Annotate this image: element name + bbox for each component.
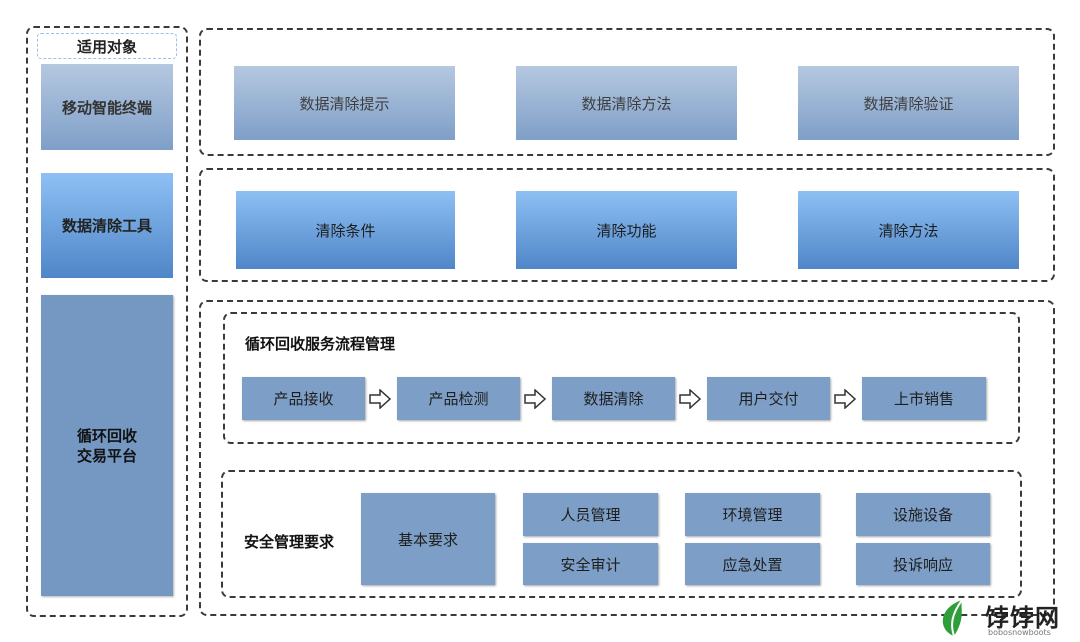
flow-step-deliver: 用户交付: [707, 377, 830, 420]
left-column-header: 适用对象: [37, 33, 177, 59]
row1-item-method: 数据清除方法: [516, 66, 737, 140]
watermark-text: 饽饽网: [985, 604, 1060, 632]
safety-item-environment: 环境管理: [685, 493, 820, 536]
row2-item-method: 清除方法: [798, 191, 1019, 269]
arrow-icon: [524, 389, 546, 409]
arrow-icon: [369, 389, 391, 409]
row2-item-function: 清除功能: [516, 191, 737, 269]
target-recycle-trading-platform: 循环回收 交易平台: [41, 295, 173, 596]
row2-item-condition: 清除条件: [236, 191, 455, 269]
safety-frame: [221, 470, 1022, 598]
row1-item-prompt: 数据清除提示: [234, 66, 455, 140]
safety-item-complaint: 投诉响应: [856, 543, 990, 585]
safety-basic: 基本要求: [361, 493, 495, 585]
flow-step-clear: 数据清除: [552, 377, 675, 420]
safety-title: 安全管理要求: [244, 533, 335, 551]
flow-frame: [223, 312, 1020, 444]
flow-step-receive: 产品接收: [242, 377, 365, 420]
row2-frame: [199, 168, 1055, 282]
row1-item-verify: 数据清除验证: [798, 66, 1019, 140]
safety-item-personnel: 人员管理: [523, 493, 658, 536]
flow-step-sell: 上市销售: [862, 377, 986, 420]
watermark-subtext: bobosnowboots: [988, 628, 1051, 637]
left-column-frame: [26, 26, 188, 617]
arrow-icon: [834, 389, 856, 409]
target-mobile-terminal: 移动智能终端: [41, 64, 173, 150]
safety-item-facilities: 设施设备: [856, 493, 990, 536]
watermark-leaf-icon: [942, 599, 963, 637]
arrow-icon: [679, 389, 701, 409]
safety-item-audit: 安全审计: [523, 543, 658, 585]
platform-frame: [199, 300, 1055, 616]
safety-item-emergency: 应急处置: [685, 543, 820, 585]
flow-step-inspect: 产品检测: [397, 377, 520, 420]
flow-title: 循环回收服务流程管理: [245, 335, 396, 353]
target-data-clearing-tool: 数据清除工具: [41, 173, 173, 278]
row1-frame: [199, 28, 1055, 156]
